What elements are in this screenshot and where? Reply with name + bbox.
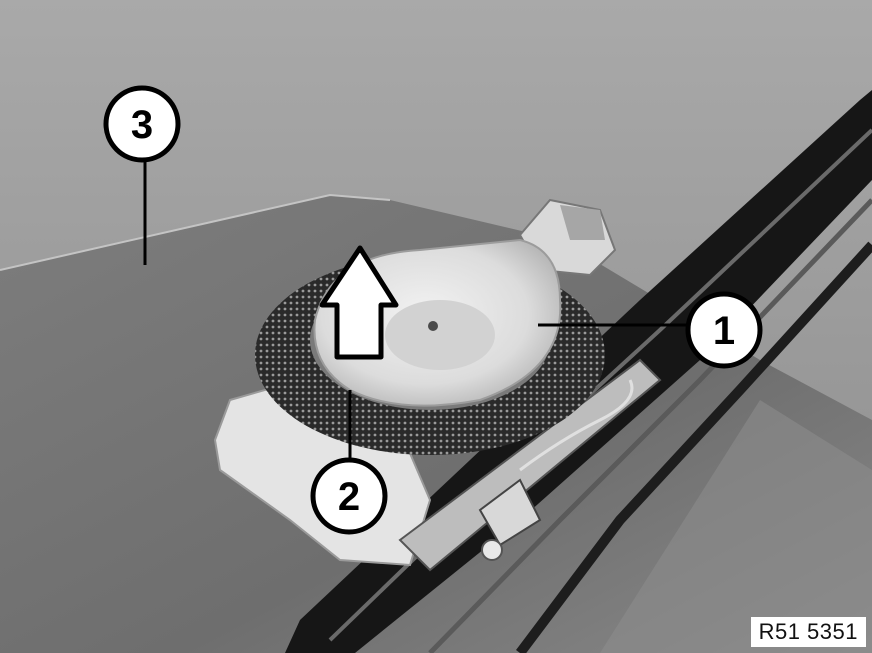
callout-1: 1: [685, 291, 763, 369]
lower-glass: [600, 400, 872, 653]
figure-reference-code: R51 5351: [750, 617, 866, 647]
rail-bracket: [478, 478, 542, 547]
callout-3: 3: [103, 85, 181, 163]
callout-1-label: 1: [713, 309, 735, 353]
glass-edge-highlight: [0, 193, 391, 271]
callout-2-label: 2: [338, 475, 360, 519]
seal-highlight-2: [428, 198, 872, 653]
callout-2: 2: [310, 457, 388, 535]
up-arrow-icon: [319, 245, 399, 360]
disc-screw: [428, 321, 438, 331]
seal-strip-3: [516, 241, 872, 653]
disc-center: [385, 300, 495, 370]
wire-spring: [519, 379, 634, 472]
callout-3-label: 3: [131, 103, 153, 147]
rail-pin: [481, 539, 503, 561]
clip-tab-shade: [560, 205, 605, 240]
